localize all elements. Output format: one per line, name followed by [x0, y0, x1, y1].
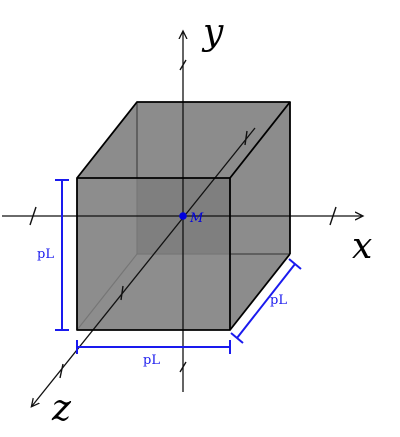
x-tick-left: [29, 206, 37, 226]
cube-visible-edges: [76, 101, 291, 331]
z-axis-label: z: [51, 388, 72, 429]
dimension-width: [76, 340, 231, 354]
z-tick-lower: [120, 285, 124, 301]
y-tick-bottom: [179, 361, 187, 373]
dimension-depth: [230, 258, 302, 344]
dimension-height: [55, 179, 69, 331]
z-tick-upper: [244, 130, 248, 146]
width-label: pL: [143, 353, 160, 368]
x-axis-label: x: [352, 226, 372, 267]
y-tick-top: [179, 59, 187, 71]
z-tick-end: [59, 363, 64, 379]
point-m-label: M: [189, 211, 204, 226]
axis-ticks: [29, 59, 337, 379]
y-axis-label: y: [201, 12, 224, 53]
height-label: pL: [37, 247, 54, 262]
depth-label: pL: [270, 293, 287, 308]
z-axis: [32, 127, 256, 406]
x-tick-right: [329, 206, 337, 226]
point-m-dot: [179, 212, 187, 220]
